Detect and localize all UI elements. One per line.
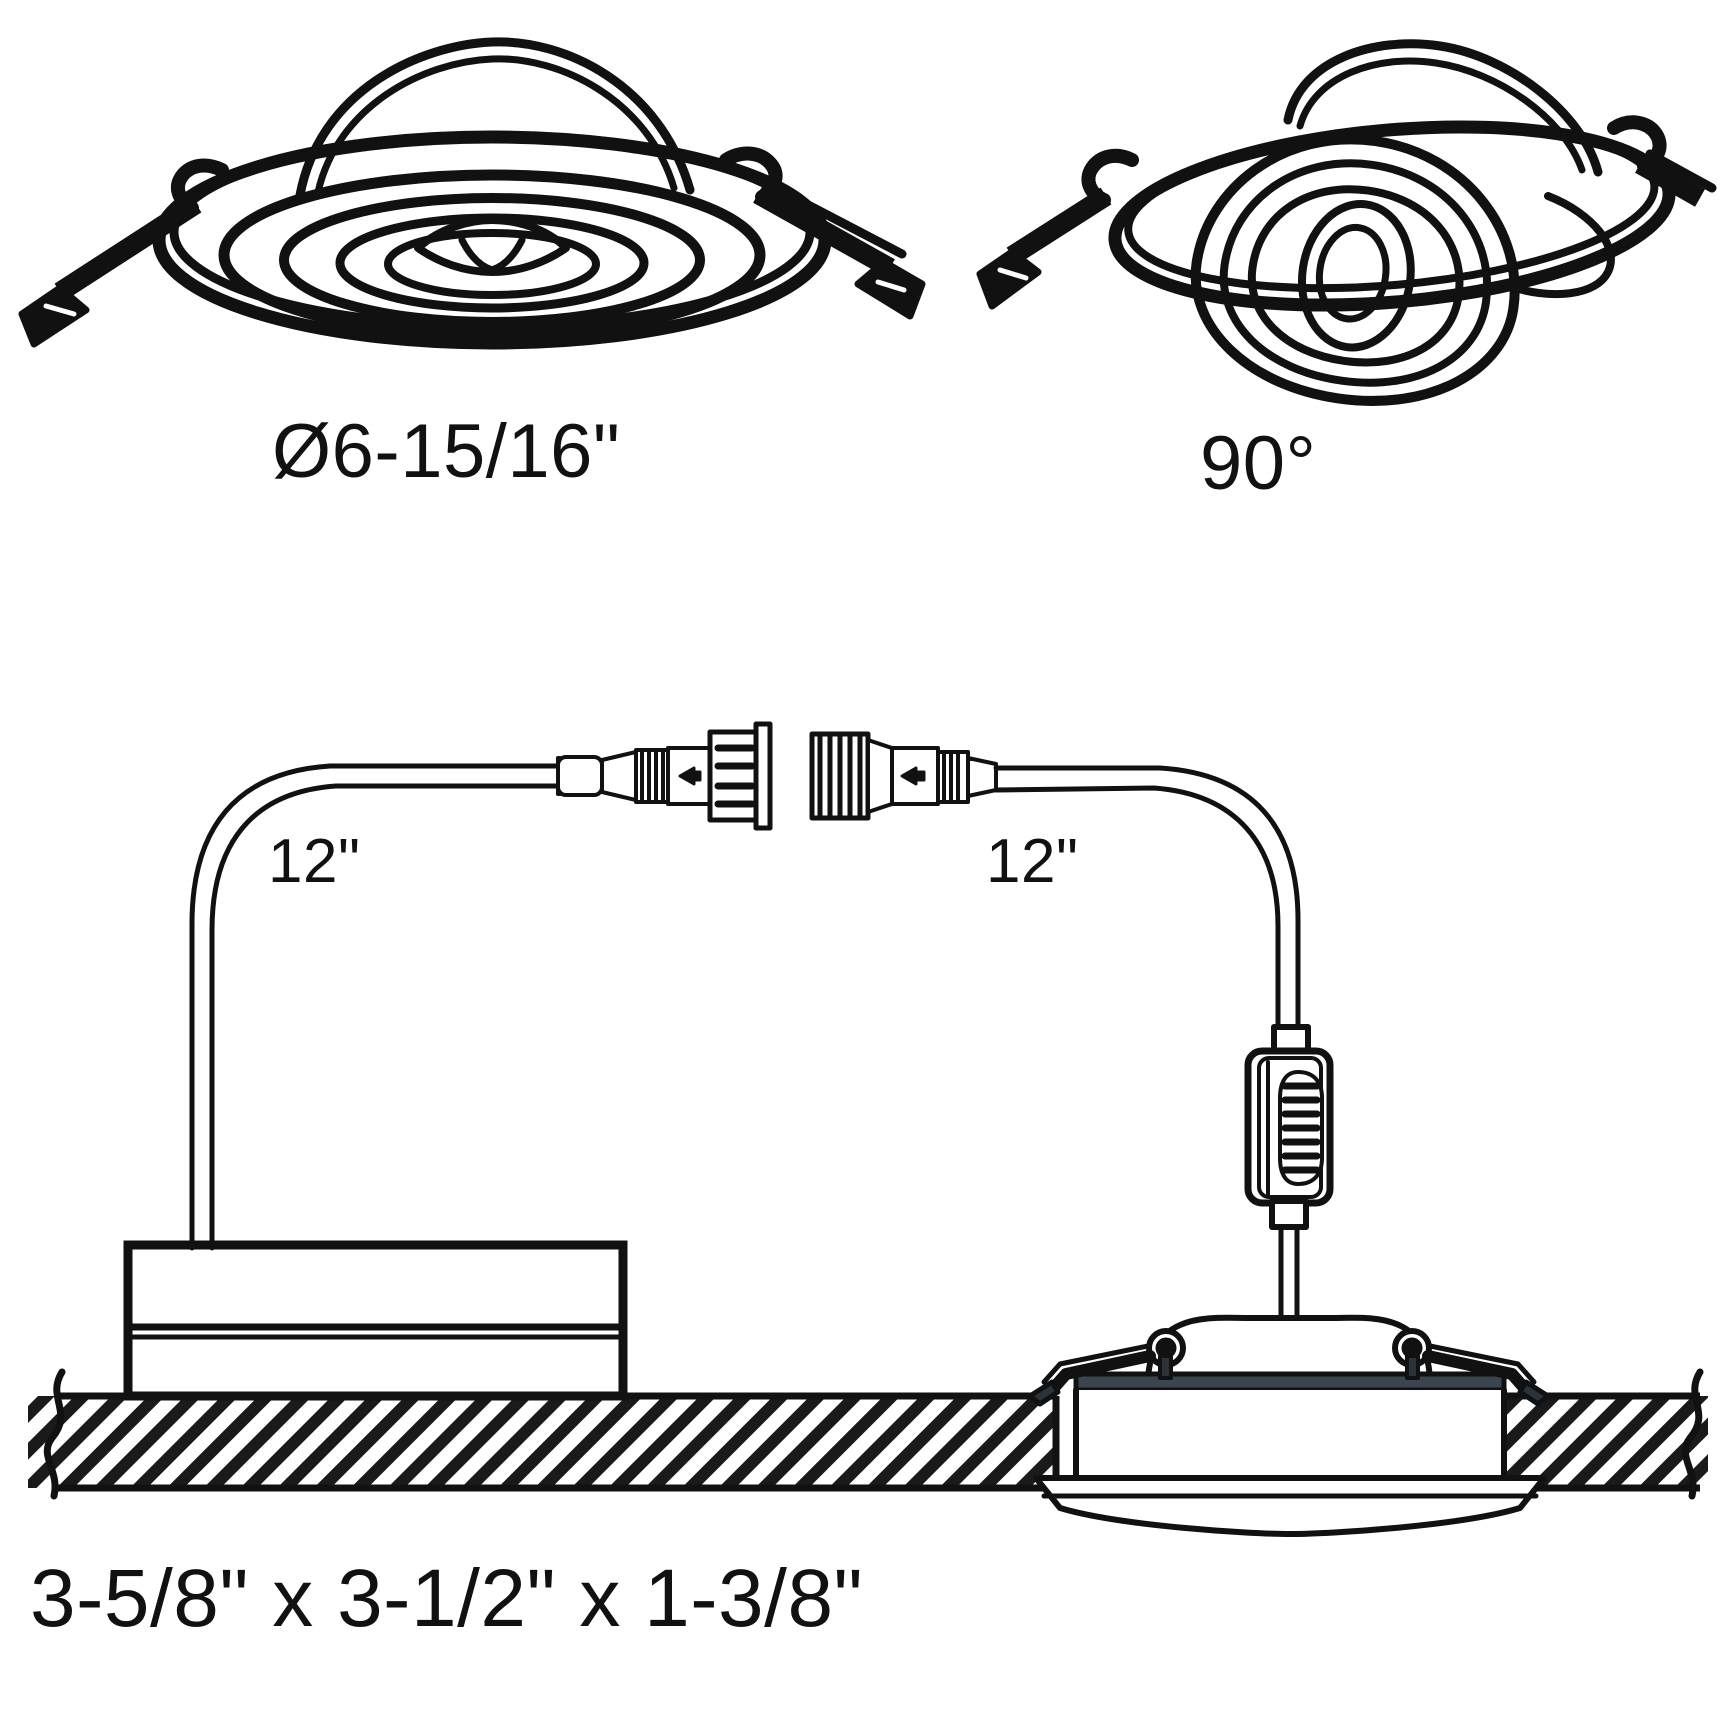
break-line-right (1681, 1368, 1704, 1500)
connector-female-slots (714, 744, 756, 808)
housing-dome-inner (314, 55, 678, 196)
driver-strain-relief-bottom (1269, 1198, 1309, 1230)
cable-right (993, 765, 1301, 1037)
housing-dome-outer (295, 37, 695, 200)
lead-length-right-label: 12" (986, 827, 1079, 896)
connector-female-socket-rim (753, 721, 773, 831)
gimbal-aperture-outer (1297, 200, 1415, 352)
tilted-rear-ring (1504, 192, 1615, 299)
fixture-trim-flange (1033, 1475, 1547, 1537)
connector-male-end-sleeve (966, 756, 998, 798)
tilted-dome-inner (1296, 57, 1586, 174)
reflector-cone-apex (458, 236, 526, 274)
cable-left (189, 763, 561, 1251)
driver-vent-fins (1281, 1082, 1321, 1174)
view-installation-section (28, 721, 1708, 1537)
cable-fixture-drop (1278, 1224, 1300, 1321)
fixture-mounting-plate (1073, 1371, 1507, 1393)
cable-left-edge-a (189, 763, 561, 1251)
section-spring-clip-right (1422, 1343, 1551, 1407)
junction-box (123, 1240, 628, 1401)
reflector-ring-1 (218, 169, 766, 341)
connector-male-arrow-icon (900, 766, 926, 786)
gimbal-ring-2 (1247, 185, 1464, 367)
connector-female (556, 721, 773, 831)
section-spring-clip-left (1027, 1343, 1156, 1407)
cable-right-edge-b (993, 785, 1281, 1037)
tilted-dome-outer (1283, 39, 1603, 177)
gimbal-ring-1 (1219, 159, 1492, 387)
aperture-diameter-label: Ø6-15/16" (272, 409, 621, 494)
junction-box-body (123, 1240, 628, 1401)
tilt-angle-label: 90° (1200, 421, 1317, 506)
overall-dimensions-label: 3-5/8" x 3-1/2" x 1-3/8" (30, 1553, 864, 1644)
break-line-left (43, 1368, 66, 1500)
tilted-spring-clip-left (976, 148, 1139, 310)
connector-female-taper (600, 750, 638, 802)
tilted-trim-flange-inner (1124, 123, 1659, 293)
view-downlight-perspective (18, 37, 926, 350)
reflector-cone (414, 216, 570, 276)
connector-female-sleeve (556, 755, 604, 797)
connector-male-threads (817, 731, 863, 821)
led-driver (1244, 1024, 1334, 1230)
cable-right-edge-a (993, 765, 1301, 1037)
connector-female-arrow-icon (678, 766, 702, 786)
tilted-gimbal-module (1190, 134, 1520, 406)
view-downlight-tilted (976, 39, 1717, 406)
connector-male-shoulder (866, 738, 894, 814)
connector-male-grip-ribs (942, 750, 960, 804)
connector-male (809, 731, 998, 821)
reflector-ring-2 (279, 193, 705, 327)
connector-female-grip-ribs (640, 748, 665, 804)
reflector-ring-4 (384, 229, 600, 299)
lead-length-left-label: 12" (268, 827, 361, 896)
gimbal-aperture-inner (1315, 223, 1390, 323)
fixture-can-body (1073, 1387, 1507, 1481)
gimbal-outer (1190, 134, 1520, 406)
cable-left-edge-b (209, 783, 561, 1251)
recessed-fixture-section (1027, 1314, 1551, 1537)
